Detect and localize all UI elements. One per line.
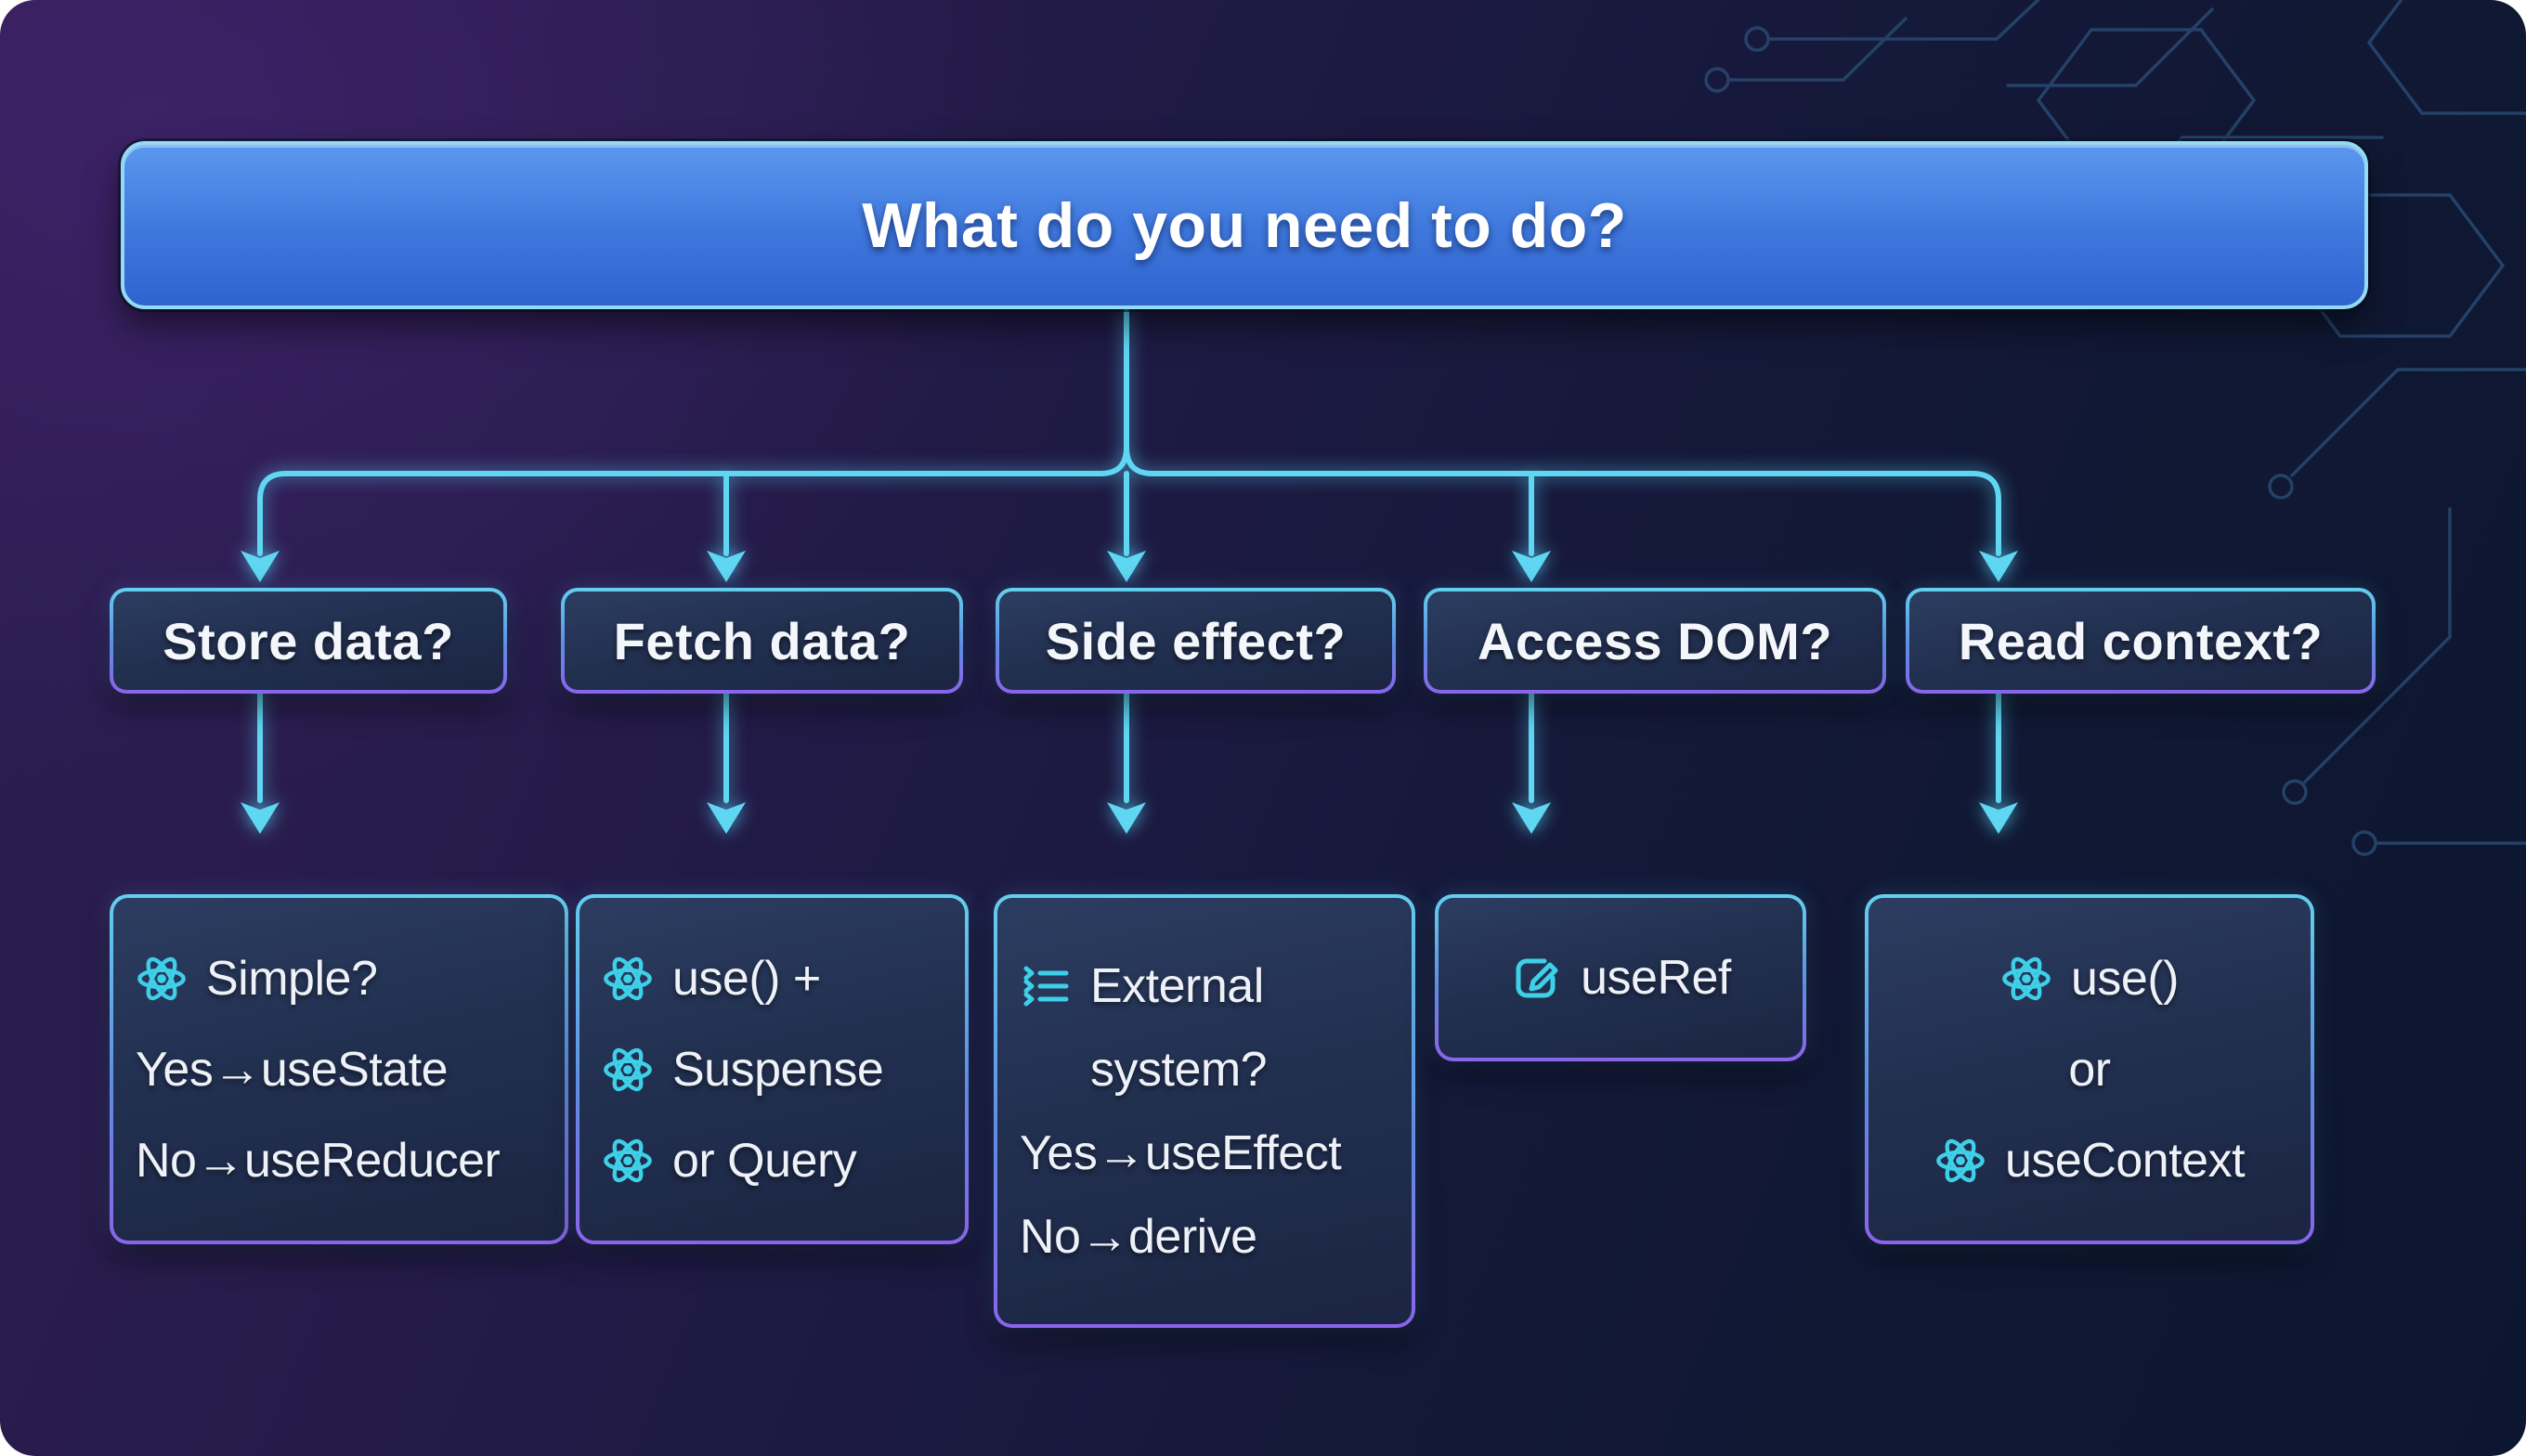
answer-box-access-dom: useRef	[1435, 894, 1806, 1061]
answer-line: Simple?	[206, 951, 378, 1006]
answer-line: Yes→useState	[136, 1042, 449, 1097]
answer-box-fetch-data: use() + Suspense or Query	[576, 894, 969, 1244]
answer-line-row: useContext	[1934, 1133, 2246, 1189]
answer-line-row: No→derive	[1020, 1209, 1389, 1265]
react-icon	[2000, 953, 2052, 1005]
answer-line-row: Simple?	[136, 951, 542, 1007]
answer-line: Suspense	[672, 1042, 884, 1097]
react-icon	[136, 953, 188, 1005]
answer-box-store-data: Simple? Yes→useState No→useReducer	[110, 894, 568, 1244]
answer-line: useRef	[1581, 951, 1731, 1005]
question-label: Fetch data?	[613, 611, 911, 670]
answer-line-row: Yes→useState	[136, 1042, 542, 1098]
react-icon	[1934, 1135, 1986, 1187]
banner-title: What do you need to do?	[862, 189, 1627, 261]
question-box-fetch-data: Fetch data?	[561, 588, 963, 694]
answer-line-row: External	[1020, 958, 1389, 1014]
root-question-banner: What do you need to do?	[121, 141, 2368, 309]
edit-pencil-icon	[1510, 952, 1562, 1004]
answer-line-row: Suspense	[602, 1042, 943, 1098]
question-label: Read context?	[1958, 611, 2324, 670]
answer-line: use() +	[672, 951, 821, 1006]
react-icon	[602, 953, 654, 1005]
answer-line: External	[1090, 958, 1264, 1013]
answer-line-row: or Query	[602, 1133, 943, 1189]
question-label: Side effect?	[1045, 611, 1347, 670]
answer-line: No→useReducer	[136, 1133, 501, 1188]
question-box-read-context: Read context?	[1906, 588, 2376, 694]
list-icon	[1020, 960, 1072, 1012]
answer-line-row: No→useReducer	[136, 1133, 542, 1189]
react-icon	[602, 1135, 654, 1187]
answer-line-row: or	[2068, 1042, 2111, 1098]
answer-line: useContext	[2004, 1133, 2246, 1188]
question-box-access-dom: Access DOM?	[1424, 588, 1886, 694]
question-box-side-effect: Side effect?	[996, 588, 1396, 694]
answer-line: or	[2068, 1042, 2111, 1097]
answer-line: Yes→useEffect	[1020, 1125, 1342, 1180]
answer-box-read-context: use() or useContext	[1865, 894, 2314, 1244]
answer-line: or Query	[672, 1133, 857, 1188]
answer-line: use()	[2071, 951, 2179, 1006]
answer-line: system?	[1090, 1042, 1268, 1097]
answer-line: No→derive	[1020, 1209, 1257, 1264]
react-icon	[602, 1044, 654, 1096]
answer-line-row: system?	[1090, 1042, 1389, 1098]
answer-line-row: use() +	[602, 951, 943, 1007]
question-label: Access DOM?	[1477, 611, 1833, 670]
answer-line-row: useRef	[1510, 950, 1731, 1006]
answer-line-row: Yes→useEffect	[1020, 1125, 1389, 1181]
question-label: Store data?	[163, 611, 454, 670]
answer-line-row: use()	[2000, 951, 2179, 1007]
question-box-store-data: Store data?	[110, 588, 507, 694]
answer-box-side-effect: External system? Yes→useEffect No→derive	[994, 894, 1415, 1328]
